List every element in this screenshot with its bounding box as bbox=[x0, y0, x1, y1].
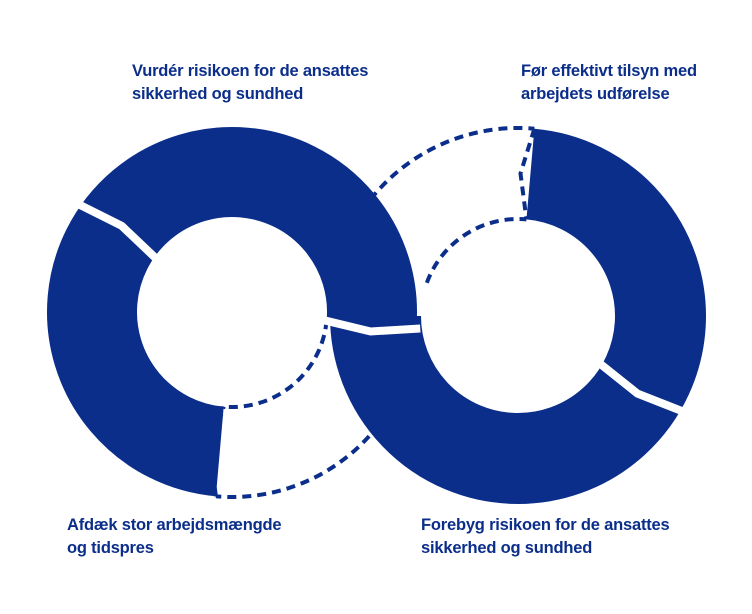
label-line: arbejdets udførelse bbox=[521, 85, 670, 103]
label-line: sikkerhed og sundhed bbox=[132, 85, 304, 103]
label-line: Forebyg risikoen for de ansattes bbox=[421, 516, 670, 534]
label-supervision: Før effektivt tilsyn med arbejdets udfør… bbox=[521, 60, 697, 106]
solid-ring-segments bbox=[47, 127, 706, 504]
label-prevent-risk: Forebyg risikoen for de ansattes sikkerh… bbox=[421, 514, 670, 560]
label-workload: Afdæk stor arbejdsmængde og tidspres bbox=[67, 514, 282, 560]
separator-left-top bbox=[75, 200, 161, 263]
solid-ring-right bbox=[330, 128, 706, 504]
separator-right-bottom bbox=[596, 359, 686, 416]
label-line: Afdæk stor arbejdsmængde bbox=[67, 516, 282, 534]
segment-separators bbox=[75, 200, 686, 416]
label-line: Vurdér risikoen for de ansattes bbox=[132, 62, 369, 80]
solid-ring-left bbox=[47, 127, 417, 497]
separator-junction bbox=[321, 316, 421, 336]
label-line: sikkerhed og sundhed bbox=[421, 539, 593, 557]
label-assess-risk: Vurdér risikoen for de ansattes sikkerhe… bbox=[132, 60, 368, 106]
label-line: og tidspres bbox=[67, 539, 154, 557]
label-line: Før effektivt tilsyn med bbox=[521, 62, 697, 80]
